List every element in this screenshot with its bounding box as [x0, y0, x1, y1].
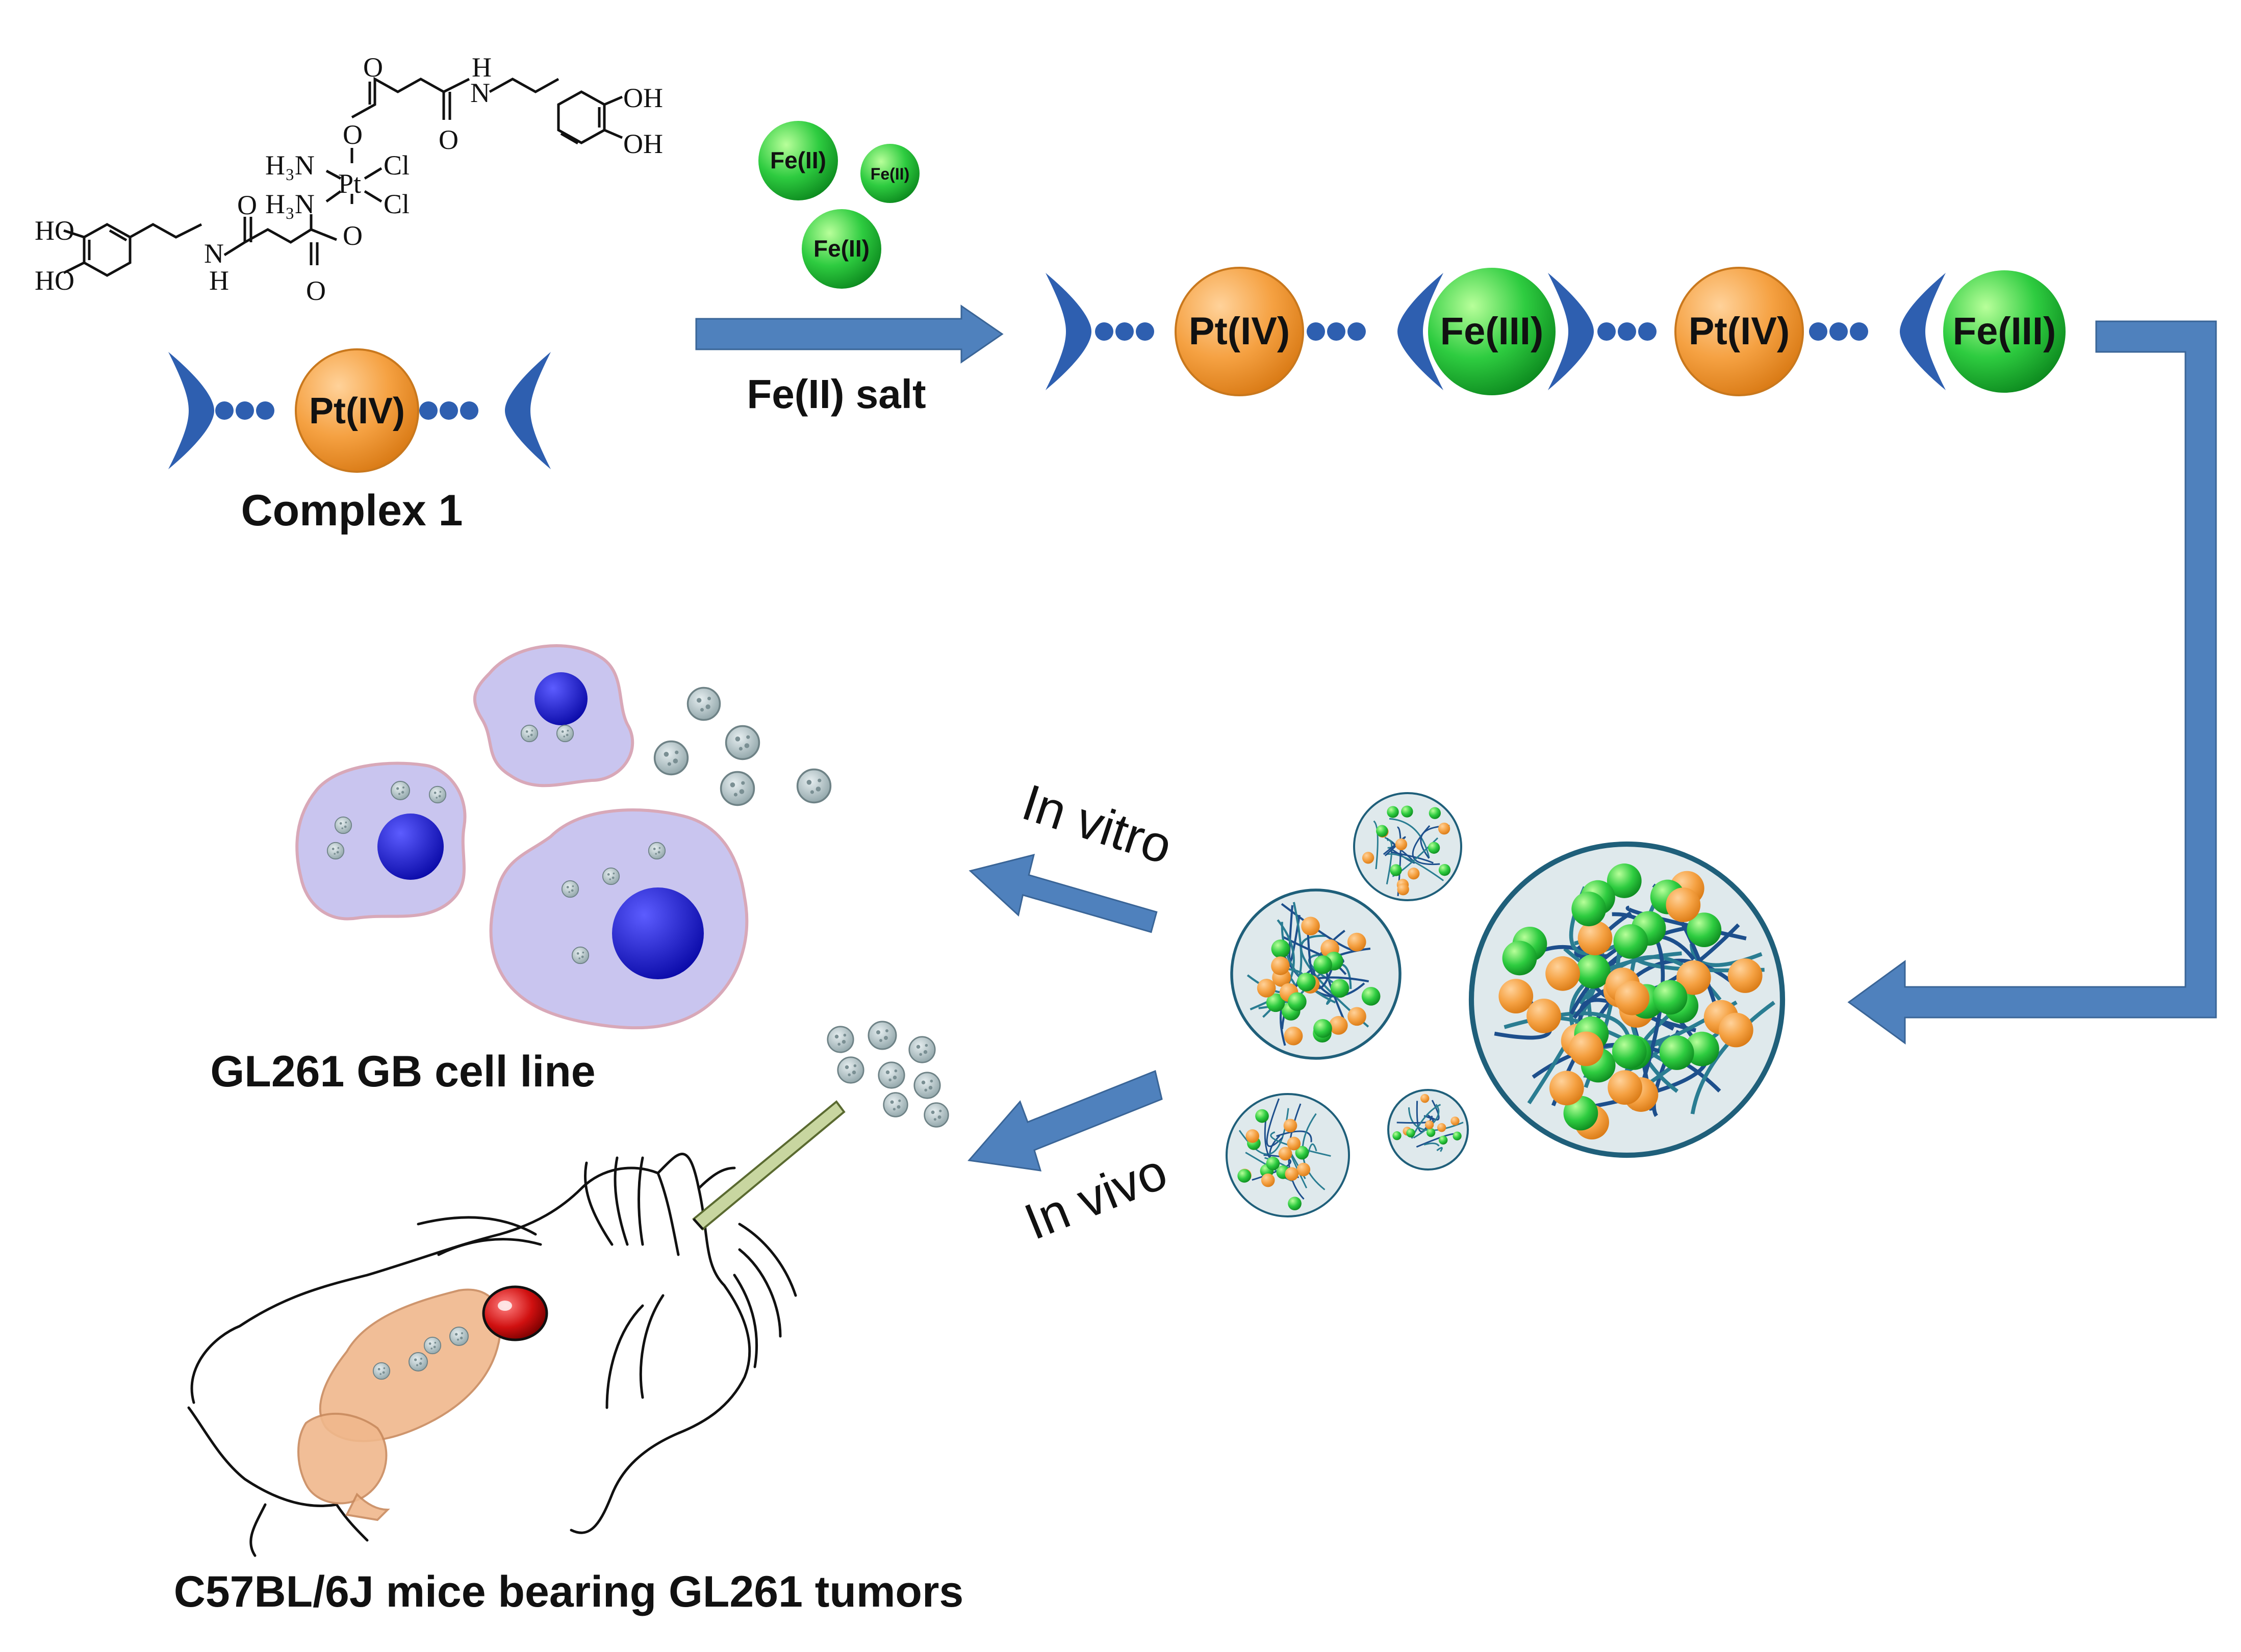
atom-o-1: O [237, 190, 257, 220]
syringe [692, 1100, 846, 1231]
fe-ii-salt-label: Fe(II) salt [747, 371, 926, 417]
in-vivo-label: In vivo [1017, 1142, 1175, 1251]
mice-label: C57BL/6J mice bearing GL261 tumors [174, 1567, 964, 1616]
pt-iv-ion-chain-2 [1674, 267, 1804, 396]
atom-o-3: O [343, 220, 363, 251]
in-vitro-label: In vitro [1015, 774, 1179, 875]
free-particles-in-vivo [827, 1021, 949, 1128]
mouse-sketch [187, 1153, 797, 1557]
atom-o-4: O [343, 119, 363, 150]
fe-ii-ion-1 [758, 121, 838, 200]
left-catechol-ring [83, 223, 132, 277]
ligand-left [168, 352, 214, 469]
atom-o-6: O [439, 124, 459, 155]
nanoparticles [1226, 792, 1786, 1217]
mouse-eye [482, 1285, 548, 1341]
svg-text:Fe(III): Fe(III) [1440, 310, 1544, 353]
atom-ho-2: HO [35, 265, 74, 296]
ligand-right [505, 352, 551, 469]
svg-text:Fe(II): Fe(II) [871, 165, 909, 183]
fe-ii-ion-3 [802, 209, 881, 289]
nanoparticle-small-top [1353, 792, 1462, 901]
free-particles-in-vitro [653, 687, 832, 806]
complex-1-label: Complex 1 [241, 486, 463, 535]
in-vivo-arrow: In vivo [967, 1070, 1175, 1251]
atom-oh-1: OH [623, 83, 663, 113]
chemical-structure [63, 77, 623, 277]
atom-o-5: O [363, 52, 383, 83]
pt-iv-ion-chain-1 [1175, 267, 1304, 396]
fe-ii-ions: Fe(II) Fe(II) Fe(II) [758, 121, 920, 289]
cell-line-label: GL261 GB cell line [210, 1047, 595, 1096]
svg-text:Fe(II): Fe(II) [813, 235, 870, 262]
svg-text:Pt(IV): Pt(IV) [1689, 310, 1790, 353]
atom-h-2: H [472, 52, 492, 83]
fe-ii-ion-2 [860, 144, 920, 203]
glioblastoma-cells [295, 644, 749, 1030]
nanoparticle-medium-left [1230, 888, 1402, 1060]
atom-n-2: N [470, 78, 490, 108]
atom-o-2: O [306, 275, 326, 306]
atom-h3n-2: H₃N [265, 189, 315, 219]
mouse-outline [190, 1153, 751, 1534]
pt-iv-ion-complex1 [295, 348, 419, 473]
atom-cl-1: Cl [384, 150, 410, 181]
atom-h3n-1: H₃N [265, 150, 315, 181]
svg-text:Fe(III): Fe(III) [1953, 310, 2056, 353]
atom-oh-2: OH [623, 129, 663, 159]
nanoparticle-tiny [1387, 1089, 1469, 1171]
atom-ho-1: HO [35, 215, 74, 246]
coordination-polymer-chain: Pt(IV) Fe(III) Pt(IV) Fe(III) [1046, 267, 2066, 396]
in-vitro-arrow: In vitro [969, 774, 1179, 933]
atom-n-1: N [204, 238, 224, 269]
fe-iii-ion-chain-2 [1943, 270, 2066, 393]
atom-h-1: H [209, 265, 229, 296]
atom-cl-2: Cl [384, 189, 410, 219]
svg-text:Fe(II): Fe(II) [770, 147, 826, 173]
elbow-arrow [1847, 320, 2217, 1045]
complex-1-schematic: Pt(IV) Complex 1 [168, 348, 551, 535]
reaction-arrow: Fe(II) salt [695, 304, 1004, 417]
nanoparticle-small-bottom [1226, 1093, 1350, 1217]
chemical-atom-labels: HO HO N H O O O H₃N H₃N Pt Cl Cl O O O H… [35, 52, 663, 306]
nanoparticle-large [1468, 841, 1786, 1158]
pt-iv-label-complex1: Pt(IV) [309, 391, 405, 431]
atom-pt: Pt [338, 168, 361, 199]
svg-text:Pt(IV): Pt(IV) [1189, 310, 1290, 353]
mouse-brain [297, 1288, 502, 1521]
fe-iii-ion-chain-1 [1428, 268, 1556, 395]
